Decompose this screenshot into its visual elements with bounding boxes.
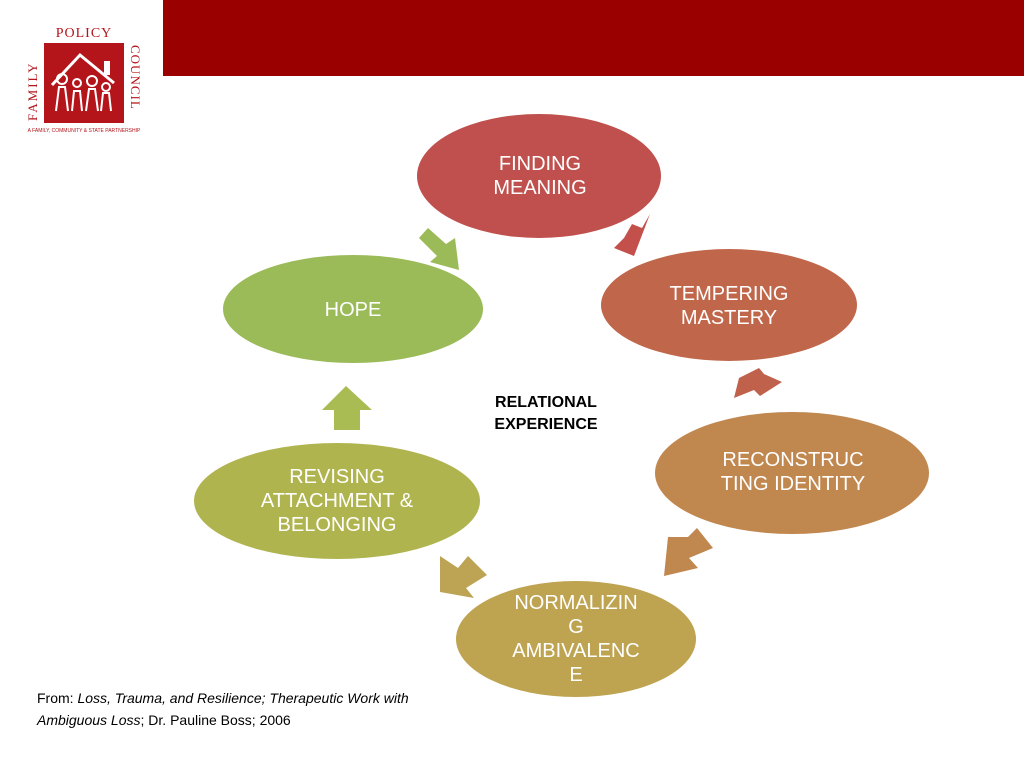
citation-suffix: ; Dr. Pauline Boss; 2006	[140, 711, 291, 728]
arrow-hope-to-meaning	[419, 228, 459, 270]
logo-text-left: FAMILY	[25, 61, 40, 121]
node-label-revising-attachment: REVISING ATTACHMENT & BELONGING	[260, 466, 414, 536]
node-revising-attachment	[194, 443, 480, 559]
node-label-normalizing-ambivalence: NORMALIZIN G AMBIVALENC E	[512, 592, 640, 686]
citation-prefix: From:	[37, 690, 78, 706]
arrow-revising-to-hope	[322, 386, 372, 430]
node-tempering-mastery	[601, 249, 857, 361]
logo-text-top: POLICY	[56, 26, 113, 41]
node-normalizing-ambivalence	[456, 581, 696, 697]
family-policy-council-logo: POLICY FAMILY COUNCIL A FAMILY, COMMUNIT…	[22, 21, 146, 137]
node-reconstructing-identity	[655, 412, 929, 534]
node-label-hope: HOPE	[324, 299, 382, 321]
node-hope	[223, 255, 483, 363]
citation: From: Loss, Trauma, and Resilience; Ther…	[37, 688, 457, 731]
header-bar	[163, 0, 1024, 76]
arrow-meaning-to-mastery	[614, 214, 650, 256]
logo-tagline: A FAMILY, COMMUNITY & STATE PARTNERSHIP	[28, 128, 141, 134]
logo-text-right: COUNCIL	[128, 45, 143, 110]
node-finding-meaning	[417, 114, 661, 238]
arrow-mastery-to-identity	[734, 368, 782, 398]
citation-title: Loss, Trauma, and Resilience; Therapeuti…	[37, 690, 409, 728]
arrow-identity-to-normalizing	[664, 528, 713, 576]
logo-graphic: POLICY FAMILY COUNCIL A FAMILY, COMMUNIT…	[22, 21, 146, 137]
arrow-normalizing-to-revising	[440, 556, 487, 598]
